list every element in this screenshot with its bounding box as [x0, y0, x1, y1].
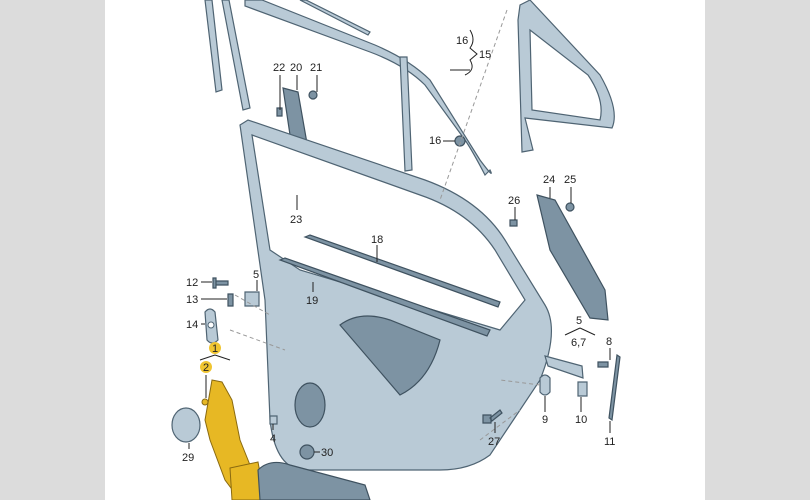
- plug-30: [299, 444, 315, 460]
- callout-12: 12: [186, 277, 198, 289]
- callout-6-7: 6,7: [571, 337, 586, 349]
- callout-13: 13: [186, 294, 198, 306]
- callout-24: 24: [543, 174, 555, 186]
- callout-16-upper: 16: [456, 35, 468, 47]
- callout-11: 11: [604, 436, 615, 448]
- callout-1-badge: [209, 342, 221, 354]
- callout-20: 20: [290, 62, 302, 74]
- cap-29: [171, 407, 201, 443]
- callout-14: 14: [186, 319, 198, 331]
- nut-25: [565, 202, 575, 212]
- window-channel-right: [221, 0, 251, 111]
- bolt-8: [597, 361, 609, 368]
- door-window-opening: [251, 134, 526, 331]
- seal-strip-11: [608, 353, 621, 422]
- window-seal-outer: [303, 234, 501, 308]
- clip-26: [509, 219, 518, 227]
- bracket-5: [244, 291, 260, 307]
- callout-15: 15: [479, 49, 491, 61]
- guide-line: [229, 9, 541, 441]
- seal-strip-top: [299, 0, 371, 36]
- washer-13: [227, 293, 234, 307]
- callout-30: 30: [321, 447, 333, 459]
- callout-18: 18: [371, 234, 383, 246]
- window-channel-left: [204, 0, 223, 93]
- bolt-12: [212, 277, 229, 289]
- callout-19: 19: [306, 295, 318, 307]
- grommet-4: [269, 415, 278, 425]
- door-handle-trim: [257, 461, 371, 500]
- regulator-motor: [229, 461, 266, 500]
- c-pillar-trim: [536, 194, 609, 321]
- callout-1: 1: [212, 343, 218, 355]
- speaker-opening: [294, 382, 326, 428]
- callout-5-right: 5: [576, 315, 582, 327]
- callout-8: 8: [606, 336, 612, 348]
- callout-23: 23: [290, 214, 302, 226]
- callout-22: 22: [273, 62, 285, 74]
- callout-2: 2: [203, 362, 209, 374]
- nut-21: [308, 90, 318, 100]
- nut-2: [201, 398, 209, 406]
- callout-9: 9: [542, 414, 548, 426]
- callout-4: 4: [270, 433, 276, 445]
- callout-29: 29: [182, 452, 194, 464]
- callout-2-badge: [200, 361, 212, 373]
- callout-10: 10: [575, 414, 587, 426]
- plate-9: [539, 374, 551, 396]
- callout-26: 26: [508, 195, 520, 207]
- bolt-27: [482, 409, 503, 424]
- plate-14-hole: [207, 321, 215, 329]
- callout-16-lower: 16: [429, 135, 441, 147]
- window-frame-post: [399, 56, 413, 172]
- inner-panel-cutout: [339, 315, 441, 396]
- callout-25: 25: [564, 174, 576, 186]
- lock-cylinder: [544, 355, 584, 379]
- leader-lines: [188, 29, 611, 453]
- callout-21: 21: [310, 62, 322, 74]
- bracket-10: [577, 381, 588, 397]
- quarter-window-frame: [517, 0, 615, 153]
- callout-27: 27: [488, 436, 500, 448]
- window-seal-inner: [278, 257, 491, 337]
- callout-5-left: 5: [253, 269, 259, 281]
